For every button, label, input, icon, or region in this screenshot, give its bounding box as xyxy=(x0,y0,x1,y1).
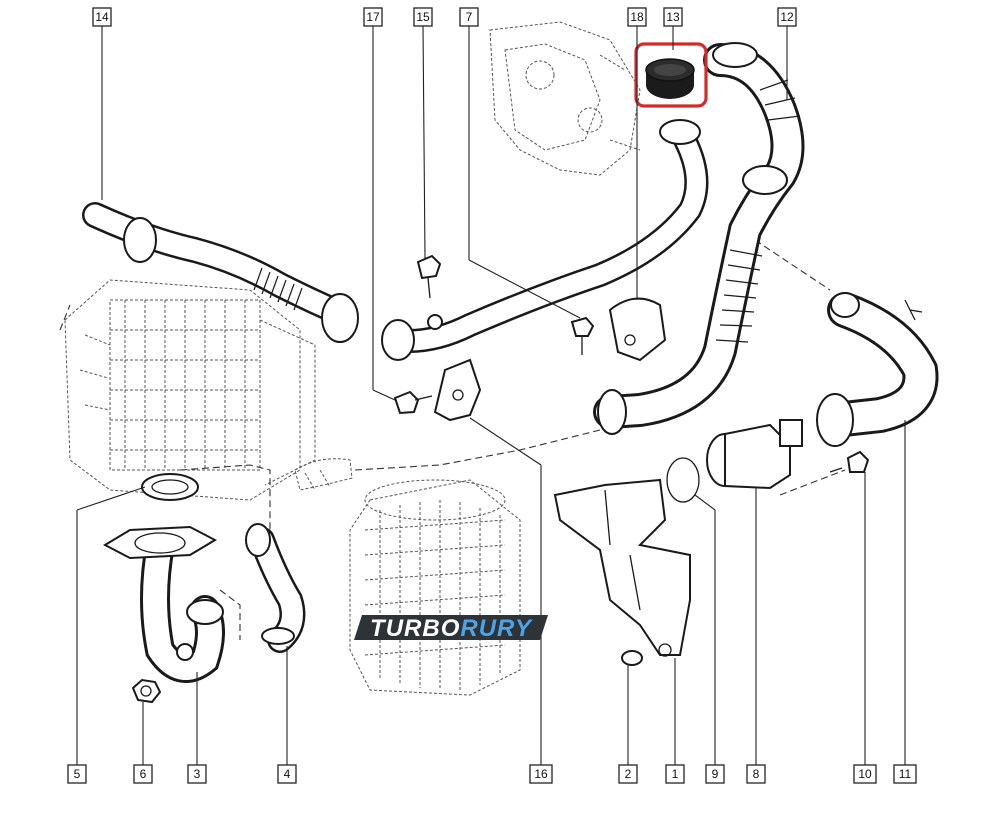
clamp-14-left xyxy=(123,217,157,263)
svg-text:10: 10 xyxy=(858,767,872,781)
leader-lines xyxy=(76,25,906,765)
air-flow-meter-8 xyxy=(706,419,803,490)
svg-text:5: 5 xyxy=(74,767,81,781)
svg-text:15: 15 xyxy=(416,10,430,24)
callout-1: 1 xyxy=(665,764,685,784)
hose-7-elbow-end xyxy=(381,319,415,361)
pipe-3-outlet xyxy=(186,599,224,625)
callout-18: 18 xyxy=(627,7,647,27)
clamp-18 xyxy=(608,297,667,362)
callout-11: 11 xyxy=(893,764,917,784)
svg-text:8: 8 xyxy=(753,767,760,781)
seal-ring-5 xyxy=(141,473,199,501)
o-ring-9 xyxy=(666,457,700,503)
callout-17: 17 xyxy=(363,7,383,27)
turborury-watermark: TURBORURY xyxy=(354,615,548,642)
svg-text:1: 1 xyxy=(672,767,679,781)
callout-16: 16 xyxy=(529,764,553,784)
callout-12: 12 xyxy=(777,7,797,27)
engine-block-ghost xyxy=(489,21,641,176)
hose-7-turbo-outlet-pipe xyxy=(381,119,709,361)
callout-15: 15 xyxy=(413,7,433,27)
svg-text:7: 7 xyxy=(466,10,473,24)
svg-text:9: 9 xyxy=(712,767,719,781)
callout-10: 10 xyxy=(853,764,877,784)
plug-6 xyxy=(131,678,162,704)
callout-5: 5 xyxy=(67,764,87,784)
pipe-3-lower-elbow xyxy=(102,525,225,683)
hose-4-top-end xyxy=(245,523,271,557)
callout-2: 2 xyxy=(618,764,638,784)
hose-14-upper-intercooler-pipe xyxy=(82,202,359,343)
bracket-16 xyxy=(433,358,482,422)
svg-text:3: 3 xyxy=(194,767,201,781)
hose-7-sensor-boss xyxy=(427,314,443,330)
highlighted-part-13 xyxy=(634,42,708,108)
svg-text:13: 13 xyxy=(666,10,680,24)
svg-text:11: 11 xyxy=(899,767,912,781)
svg-text:14: 14 xyxy=(95,10,109,24)
hose-11-air-intake-duct xyxy=(816,292,939,447)
callout-9: 9 xyxy=(705,764,725,784)
bolt-17 xyxy=(393,390,433,415)
bolt-7 xyxy=(570,316,595,355)
intercooler-radiator-ghost xyxy=(64,279,316,501)
nut-2 xyxy=(621,650,643,666)
svg-text:6: 6 xyxy=(140,767,147,781)
svg-text:12: 12 xyxy=(780,10,794,24)
pipe-3-boss xyxy=(176,643,194,661)
hose-4-lower-bellows xyxy=(245,523,306,653)
bolt-10 xyxy=(829,450,870,473)
svg-text:2: 2 xyxy=(625,767,632,781)
hose-12-coupler xyxy=(742,165,788,195)
svg-text:4: 4 xyxy=(284,767,291,781)
bolt-15 xyxy=(416,254,442,299)
callout-7: 7 xyxy=(459,7,479,27)
hose-7-upper-end xyxy=(659,119,701,145)
pipe-3-flange xyxy=(102,525,218,560)
svg-text:16: 16 xyxy=(534,767,548,781)
callout-3: 3 xyxy=(187,764,207,784)
watermark-text: TURBORURY xyxy=(370,615,533,642)
assembly-lines xyxy=(59,239,846,640)
callout-4: 4 xyxy=(277,764,297,784)
support-bracket-1 xyxy=(553,478,691,657)
duct-ghost xyxy=(294,458,353,491)
svg-text:18: 18 xyxy=(630,10,644,24)
hose-12-turbo-intake-hose xyxy=(593,42,805,435)
air-filter-element-ghost xyxy=(349,479,521,696)
callout-8: 8 xyxy=(746,764,766,784)
hose-12-ribs xyxy=(715,79,801,343)
hose-12-outlet xyxy=(597,389,627,435)
svg-text:17: 17 xyxy=(366,10,380,24)
callout-14: 14 xyxy=(92,7,112,27)
hose-14-ribs xyxy=(253,267,303,311)
callout-6: 6 xyxy=(133,764,153,784)
clamp-14-right xyxy=(321,293,359,343)
callout-13: 13 xyxy=(663,7,683,27)
hose-11-clamp xyxy=(830,292,860,318)
hose-11-flange xyxy=(816,393,854,447)
hose-4-bottom-end xyxy=(261,627,295,645)
hose-12-upper-end xyxy=(712,42,758,68)
